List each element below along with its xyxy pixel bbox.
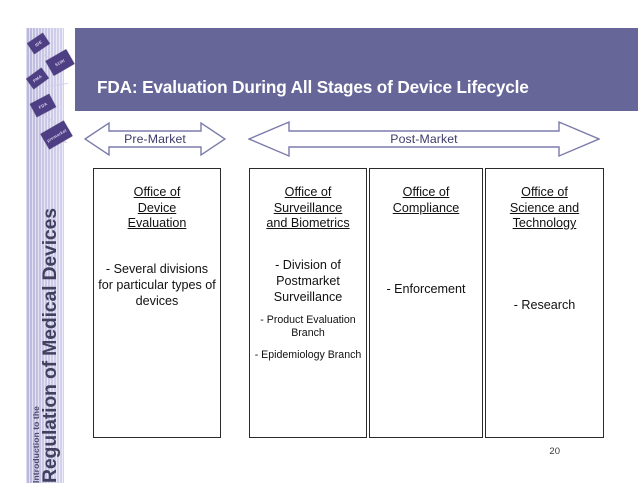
title-line: Science and [509,200,580,215]
title-line: Office of [133,185,181,199]
post-market-label: Post-Market [390,132,458,146]
list-item: - Several divisions for particular types… [98,262,216,308]
title-line: Office of [284,185,332,199]
list-item: - Research [513,298,576,313]
office-box-body: - Enforcement [370,282,482,298]
pre-market-arrow: Pre-Market [84,118,226,160]
title-line: Compliance [392,200,460,215]
sidebar-title: Regulation of Medical Devices [39,208,61,483]
pre-market-label: Pre-Market [124,132,186,146]
office-box-body: - Division of Postmarket Surveillance - … [250,258,366,362]
office-box-title: Office of Device Evaluation [124,185,191,232]
title-line: Device [137,200,177,215]
title-line: Surveillance [273,200,343,215]
slide-number: 20 [549,446,560,457]
office-box-title: Office of Compliance [389,185,464,216]
slide-title-bar: FDA: Evaluation During All Stages of Dev… [75,28,638,111]
office-box-title: Office of Surveillance and Biometrics [262,185,353,232]
office-box-science-technology[interactable]: Office of Science and Technology - Resea… [485,168,604,438]
office-box-body: - Several divisions for particular types… [94,262,220,309]
office-box-surveillance-biometrics[interactable]: Office of Surveillance and Biometrics - … [249,168,367,438]
sidebar-band: Introduction to the Regulation of Medica… [26,28,64,483]
office-box-compliance[interactable]: Office of Compliance - Enforcement [369,168,483,438]
list-item: - Enforcement [386,282,466,297]
office-box-title: Office of Science and Technology [506,185,583,232]
double-arrow-icon [84,121,226,157]
post-market-arrow: Post-Market [248,118,600,160]
double-arrow-icon [248,120,600,158]
page-title: FDA: Evaluation During All Stages of Dev… [97,77,529,97]
sidebar-vertical-title: Introduction to the Regulation of Medica… [28,28,64,483]
title-line: Evaluation [127,216,187,231]
list-item: - Epidemiology Branch [254,349,362,362]
title-line: Office of [402,185,450,199]
title-line: Technology [512,216,577,231]
list-item: - Division of Postmarket Surveillance [273,258,343,304]
list-item: - Product Evaluation Branch [260,314,356,340]
title-line: Office of [521,185,568,199]
office-box-device-evaluation[interactable]: Office of Device Evaluation - Several di… [93,168,221,438]
office-box-body: - Research [486,298,603,314]
title-line: and Biometrics [266,216,350,231]
